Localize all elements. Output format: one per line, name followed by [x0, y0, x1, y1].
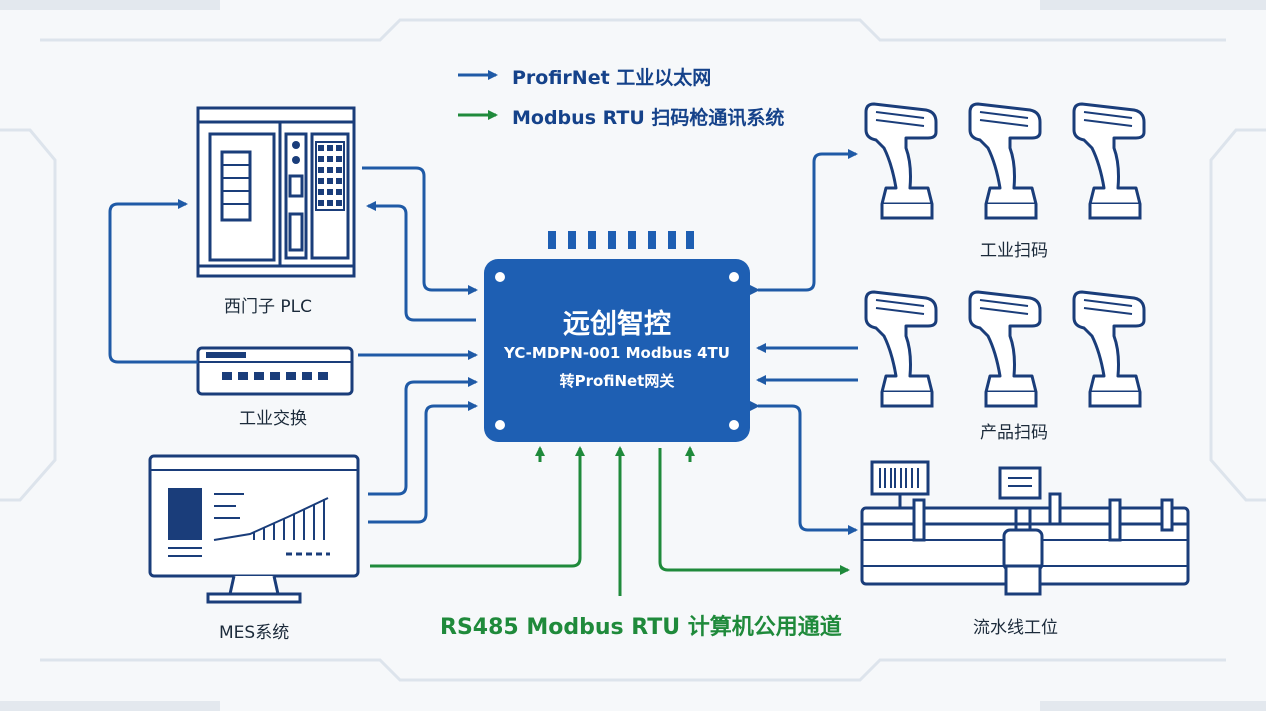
industrial-scan-label: 工业扫码 [980, 241, 1048, 261]
monitor-icon [148, 454, 360, 604]
blue-connections-left [108, 166, 478, 524]
switch-label: 工业交换 [239, 409, 307, 429]
green-bus-connections [370, 446, 850, 596]
mes-label: MES系统 [219, 623, 290, 643]
gateway-box [484, 259, 750, 442]
barcode-scanner-icon [864, 102, 1146, 220]
gateway-title: 远创智控 [563, 309, 671, 340]
network-switch-icon [196, 346, 354, 396]
plc-label: 西门子 PLC [224, 297, 312, 317]
gateway-function: 转ProfiNet网关 [559, 372, 675, 390]
background-decoration [0, 18, 1266, 682]
conveyor-barcode [879, 468, 919, 488]
blue-connections-right [750, 149, 858, 535]
plc-keypad [292, 141, 342, 206]
legend-blue-label: ProfirNet 工业以太网 [512, 67, 712, 89]
conveyor-station-icon [860, 460, 1190, 596]
plc-cabinet-icon [196, 106, 356, 278]
gateway-pins [548, 231, 694, 249]
barcode-scanner-icon [864, 290, 1146, 408]
gateway-model: YC-MDPN-001 Modbus 4TU [504, 344, 730, 362]
legend-green-label: Modbus RTU 扫码枪通讯系统 [512, 107, 785, 129]
bus-label: RS485 Modbus RTU 计算机公用通道 [440, 615, 842, 640]
gateway-screws [495, 272, 739, 430]
product-scan-label: 产品扫码 [980, 423, 1048, 443]
line-station-label: 流水线工位 [973, 618, 1058, 638]
